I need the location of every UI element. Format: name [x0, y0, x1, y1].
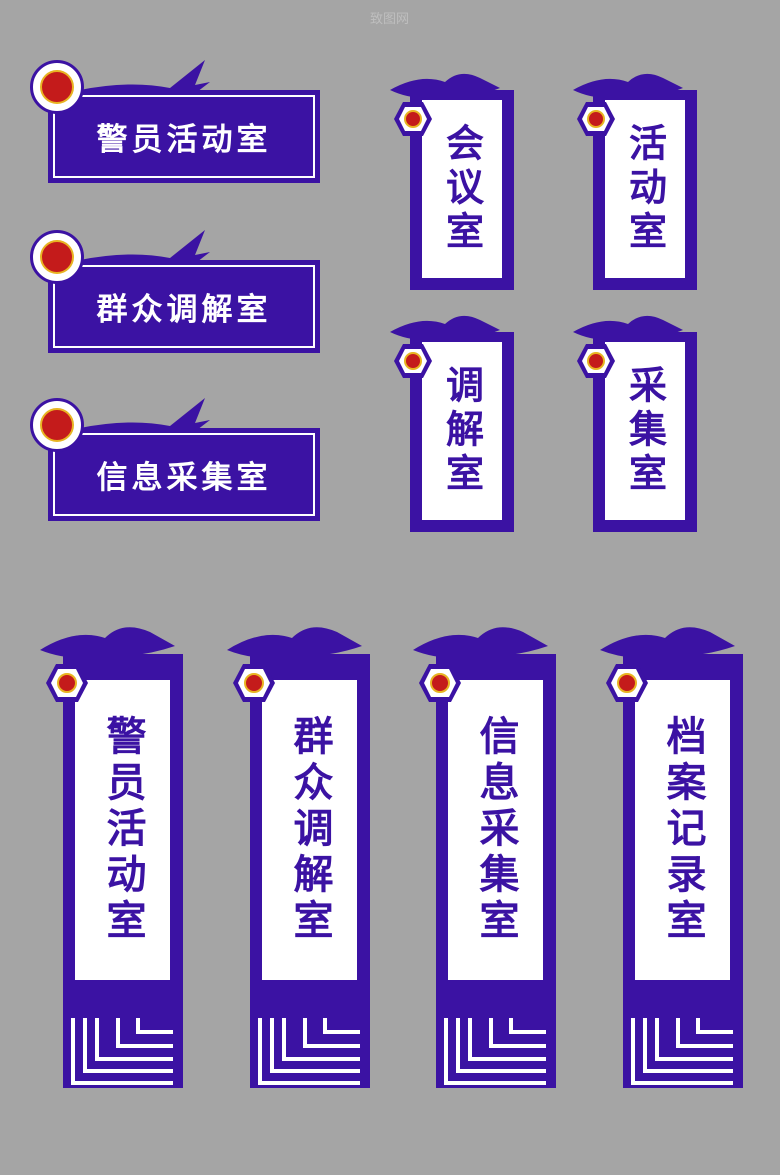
sign-label: 信息采集室: [472, 715, 520, 945]
police-emblem-icon: [577, 344, 615, 378]
sign-label: 警员活动室: [99, 715, 147, 945]
police-emblem-icon: [394, 344, 432, 378]
police-emblem-icon: [606, 664, 648, 702]
police-emblem-icon: [394, 102, 432, 136]
horizontal-sign-2: ★ ★ ★ 群众调解室: [30, 230, 325, 355]
tall-vertical-sign-1: 警员活动室: [35, 620, 185, 1090]
sign-label: 信息采集室: [53, 433, 315, 516]
police-emblem-icon: [46, 664, 88, 702]
plate: 警员活动室: [48, 90, 320, 183]
flag-wave-icon: [40, 627, 175, 658]
horizontal-sign-1: ★ ★ ★ 警员活动室: [30, 60, 325, 185]
sign-label: 群众调解室: [286, 715, 334, 945]
plate: 信息采集室: [48, 428, 320, 521]
sign-label: 会议室: [439, 123, 485, 255]
sign-label: 活动室: [622, 123, 668, 255]
plate: 群众调解室: [48, 260, 320, 353]
police-emblem-icon: [577, 102, 615, 136]
police-emblem-icon: [30, 60, 84, 114]
sign-label: 档案记录室: [659, 715, 707, 945]
lattice-pattern: [71, 1018, 173, 1085]
lattice-pattern: [631, 1018, 733, 1085]
police-emblem-icon: [30, 398, 84, 452]
tall-vertical-sign-2: 群众调解室: [222, 620, 372, 1090]
sign-label: 群众调解室: [53, 265, 315, 348]
small-vertical-sign-4: 采集室: [568, 310, 698, 535]
small-vertical-sign-2: 活动室: [568, 68, 698, 293]
lattice-pattern: [258, 1018, 360, 1085]
sign-label: 警员活动室: [53, 95, 315, 178]
sign-label: 调解室: [439, 365, 485, 497]
police-emblem-icon: [30, 230, 84, 284]
tall-vertical-sign-3: 信息采集室: [408, 620, 558, 1090]
small-vertical-sign-3: 调解室: [385, 310, 515, 535]
flag-wave-icon: [227, 627, 362, 658]
police-emblem-icon: [233, 664, 275, 702]
sign-label: 采集室: [622, 365, 668, 497]
small-vertical-sign-1: 会议室: [385, 68, 515, 293]
lattice-pattern: [444, 1018, 546, 1085]
tall-vertical-sign-4: 档案记录室: [595, 620, 745, 1090]
police-emblem-icon: [419, 664, 461, 702]
watermark: 致图网: [370, 12, 410, 27]
horizontal-sign-3: ★ ★ ★ 信息采集室: [30, 398, 325, 523]
flag-wave-icon: [413, 627, 548, 658]
flag-wave-icon: [600, 627, 735, 658]
